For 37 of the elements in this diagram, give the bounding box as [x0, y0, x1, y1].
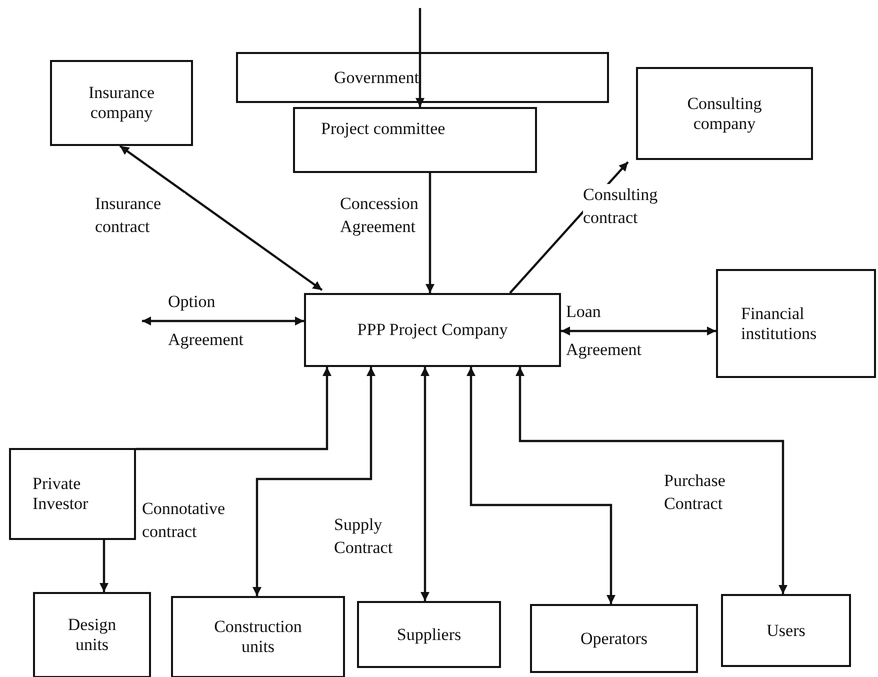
entity-name: Government — [334, 68, 419, 88]
entity-box — [171, 596, 345, 677]
entity-box — [304, 293, 561, 367]
entity-box — [33, 592, 151, 677]
entity-box — [636, 67, 813, 160]
connector-arrow — [516, 367, 788, 594]
entity-box — [9, 448, 136, 540]
entity-name: Insurance company — [87, 83, 156, 123]
entity-name: Users — [766, 620, 806, 640]
entity-box — [50, 60, 193, 146]
entity-box — [716, 269, 876, 378]
connector-arrow — [252, 367, 376, 596]
entity-name: Financial institutions — [741, 304, 818, 344]
edge-label: Loan Agreement — [566, 301, 643, 361]
connector-arrow — [426, 173, 434, 293]
entity-name: Suppliers — [396, 624, 462, 644]
edge-label: Option Agreement — [168, 291, 245, 351]
connector-arrow — [416, 8, 424, 107]
entity-box — [721, 594, 851, 667]
connector-arrow — [142, 316, 304, 326]
entity-box — [236, 52, 609, 103]
connector-arrow — [136, 367, 332, 450]
entity-name: PPP Project Company — [357, 320, 508, 340]
entity-name: Project committee — [321, 119, 446, 139]
connector-arrow — [420, 367, 430, 601]
entity-box — [293, 107, 537, 173]
connector-arrow — [466, 367, 616, 604]
entity-box — [357, 601, 501, 668]
entity-name: Operators — [580, 628, 648, 648]
connector-arrow — [561, 326, 716, 336]
entity-name: Construction units — [213, 617, 303, 657]
connector-arrow — [119, 145, 323, 291]
entity-box — [530, 604, 698, 673]
entity-name: Design units — [66, 615, 118, 655]
entity-name: Private Investor — [32, 474, 90, 514]
connector-arrow — [100, 540, 108, 592]
entity-name: Consulting company — [686, 94, 763, 134]
